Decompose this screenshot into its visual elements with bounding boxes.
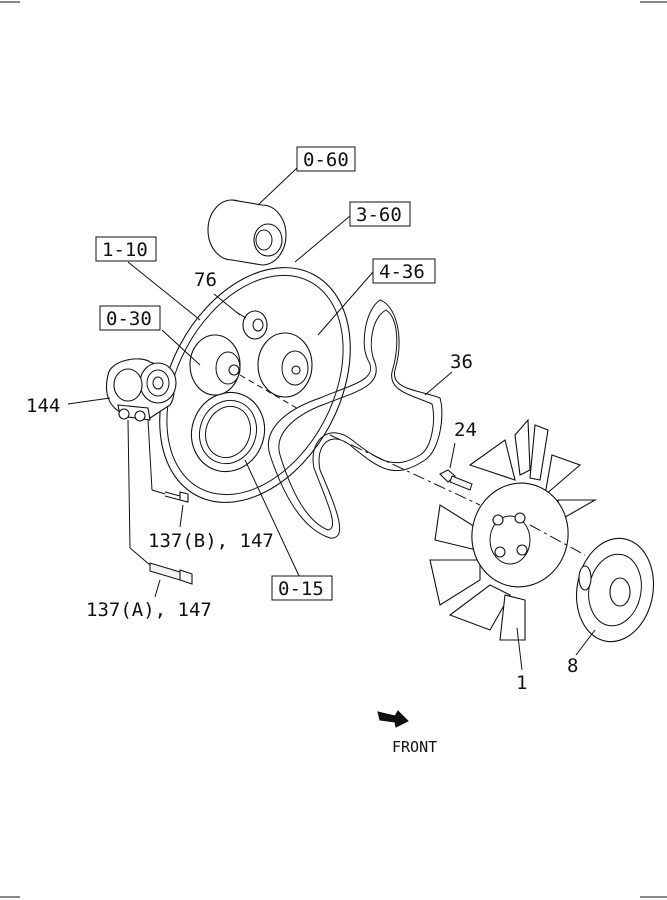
bolt-24	[439, 469, 473, 491]
belt-tensioner	[105, 358, 177, 422]
bolt-137b	[164, 491, 189, 503]
leader-lines	[67, 167, 596, 671]
callout-box-0-15: 0-15	[271, 575, 333, 601]
callout-0-30: 0-30	[106, 308, 152, 330]
callout-0-15: 0-15	[278, 578, 324, 600]
callout-box-0-60: 0-60	[296, 146, 356, 172]
part-number-137b-147: 137(B), 147	[148, 530, 274, 552]
idler-pulley-left	[189, 334, 241, 396]
callout-box-0-30: 0-30	[99, 305, 161, 331]
drive-belt	[268, 299, 443, 539]
part-number-24: 24	[454, 419, 477, 441]
part-number-8: 8	[567, 655, 578, 677]
cooling-fan	[429, 418, 598, 641]
idler-pulley-right	[257, 332, 313, 398]
callout-0-60: 0-60	[303, 149, 349, 171]
front-arrow-icon	[377, 710, 409, 728]
callout-4-36: 4-36	[379, 261, 425, 283]
part-number-76: 76	[194, 269, 217, 291]
front-label: FRONT	[392, 738, 437, 756]
part-number-36: 36	[450, 351, 473, 373]
callout-3-60: 3-60	[356, 204, 402, 226]
bearing-76	[235, 310, 268, 340]
crank-pulley	[190, 391, 266, 473]
fan-clutch	[575, 537, 655, 643]
callout-box-1-10: 1-10	[95, 236, 157, 262]
callout-box-3-60: 3-60	[349, 201, 411, 227]
part-number-144: 144	[26, 395, 60, 417]
bolt-137a	[149, 562, 193, 585]
idler-cylinder	[207, 199, 287, 266]
callout-box-4-36: 4-36	[372, 258, 436, 284]
callout-1-10: 1-10	[102, 239, 148, 261]
part-number-137a-147: 137(A), 147	[86, 599, 212, 621]
part-number-1: 1	[516, 672, 527, 694]
